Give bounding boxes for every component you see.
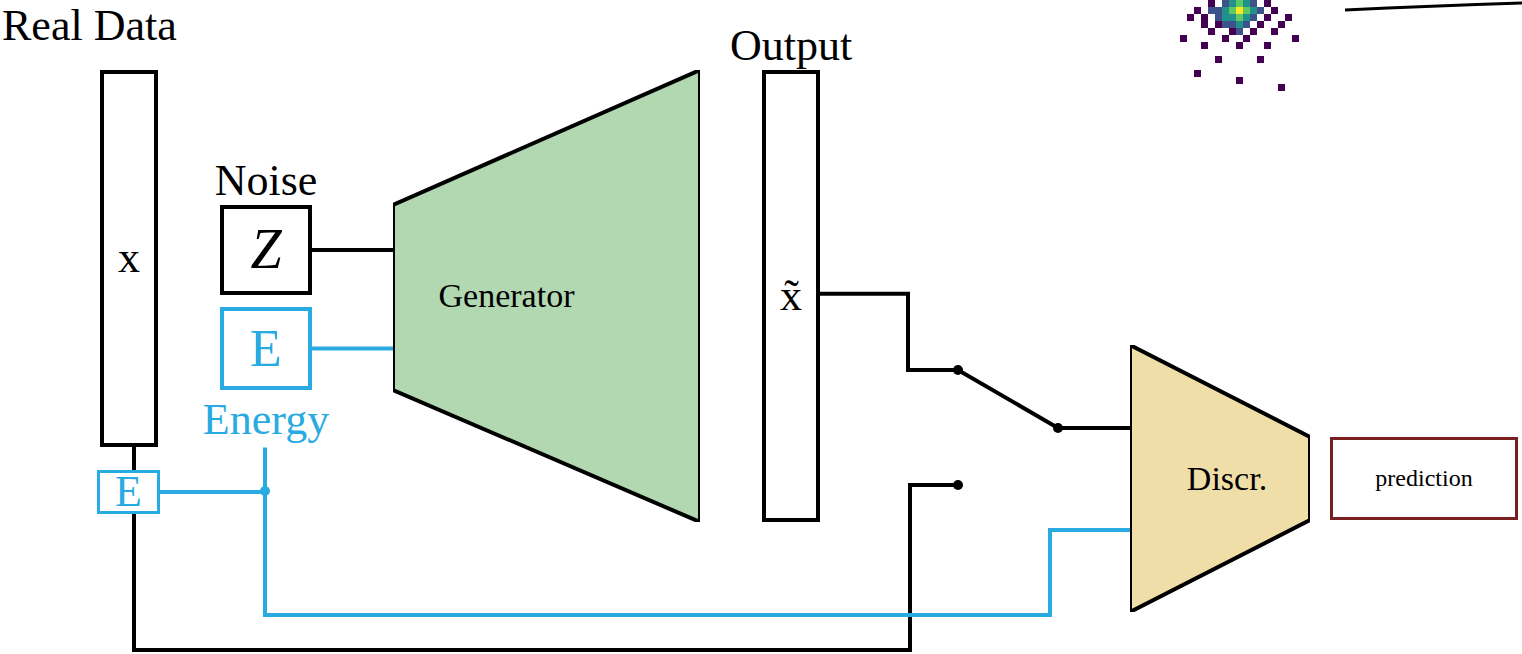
wire-path <box>160 447 265 492</box>
box-label: Generator <box>439 277 575 314</box>
box-label: E <box>250 320 282 377</box>
prediction-box: prediction <box>1330 437 1518 520</box>
box-label: prediction <box>1375 465 1472 491</box>
energy-wire <box>160 492 1130 615</box>
box-heading: Output <box>730 22 852 70</box>
trapezoid-shape <box>1130 345 1310 612</box>
energy-wire <box>312 348 393 349</box>
shower-thumbnail <box>1180 0 1299 91</box>
box-label: E <box>115 468 142 516</box>
wire-path <box>160 492 1130 615</box>
data-wire <box>820 294 1130 428</box>
wire-path <box>312 248 393 252</box>
box-label: Discr. <box>1187 460 1267 497</box>
output-box: Outputx̃ <box>762 70 820 522</box>
noise-box: NoiseZ <box>220 205 312 295</box>
generator-trapezoid: Generator <box>393 70 700 522</box>
wire-path <box>312 347 393 351</box>
group-label: Real Data <box>2 2 177 50</box>
energy-box: E <box>97 470 160 514</box>
thumbnail-leader <box>1345 3 1522 10</box>
data-wire <box>312 250 393 251</box>
energy-box: EEnergy <box>220 307 312 390</box>
box-label: x̃ <box>780 272 802 320</box>
discriminator-trapezoid: Discr. <box>1130 345 1310 612</box>
energy-wire <box>160 447 265 492</box>
box-heading: Energy <box>203 396 329 444</box>
trapezoid-shape <box>393 70 700 522</box>
box-heading: Noise <box>215 157 318 205</box>
box-label: x <box>118 234 140 282</box>
box-label: Z <box>250 219 281 281</box>
data-box: x <box>100 70 158 447</box>
wire-path <box>820 294 1130 428</box>
